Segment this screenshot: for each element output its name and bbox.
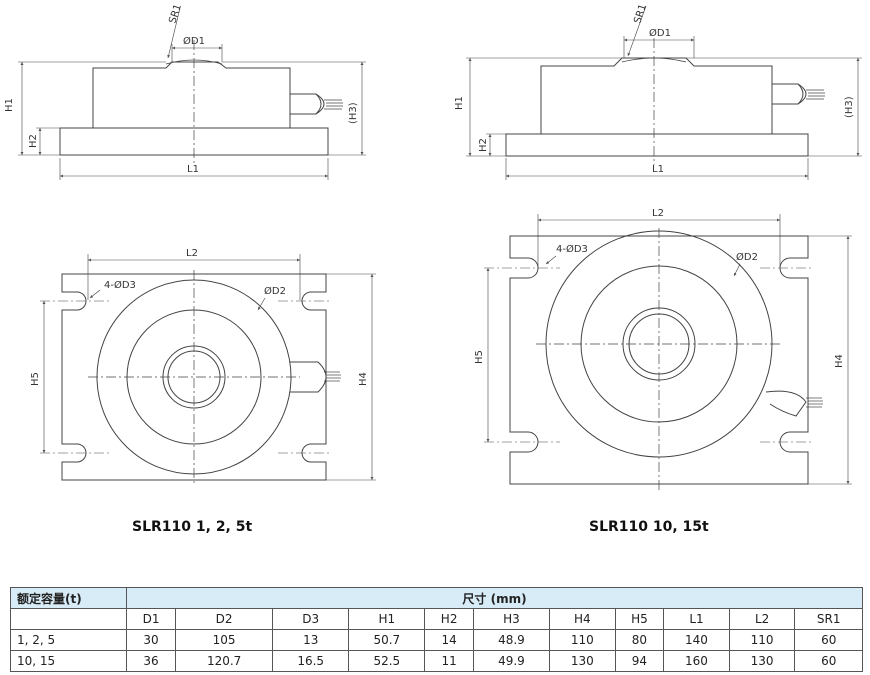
- label-h3: (H3): [348, 102, 359, 124]
- column-header-h2: H2: [424, 608, 474, 630]
- value-cell: 110: [728, 629, 796, 651]
- label-l2-large: L2: [652, 208, 664, 219]
- label-l1-large: L1: [652, 164, 664, 175]
- label-sr1-large: SR1: [632, 3, 649, 25]
- label-h4-large: H4: [834, 354, 845, 368]
- value-cell: 48.9: [472, 629, 551, 651]
- top-view-large: [484, 214, 852, 492]
- column-header-h5: H5: [614, 608, 665, 630]
- value-cell: 105: [175, 629, 274, 651]
- dimensions-header: 尺寸 (mm): [126, 587, 863, 609]
- value-cell: 14: [424, 629, 474, 651]
- value-cell: 120.7: [175, 650, 274, 672]
- label-l2: L2: [186, 248, 198, 259]
- label-sr1: SR1: [167, 3, 184, 25]
- column-header-h3: H3: [472, 608, 551, 630]
- label-h5: H5: [30, 372, 41, 386]
- value-cell: 60: [794, 650, 863, 672]
- value-cell: 140: [663, 629, 730, 651]
- label-h1: H1: [4, 98, 15, 112]
- value-cell: 30: [125, 629, 177, 651]
- label-d1: ØD1: [183, 35, 205, 47]
- value-cell: 11: [424, 650, 474, 672]
- value-cell: 110: [549, 629, 616, 651]
- label-d3: 4-ØD3: [104, 279, 136, 291]
- value-cell: 60: [794, 629, 863, 651]
- value-cell: 52.5: [348, 650, 426, 672]
- value-cell: 13: [272, 629, 350, 651]
- empty-cell: [10, 608, 127, 630]
- column-header-h4: H4: [549, 608, 616, 630]
- label-h5-large: H5: [474, 350, 485, 364]
- caption-right: SLR110 10, 15t: [589, 519, 709, 535]
- label-h3-large: (H3): [844, 96, 855, 118]
- value-cell: 36: [125, 650, 177, 672]
- label-d1-large: ØD1: [649, 27, 671, 39]
- column-header-sr1: SR1: [794, 608, 863, 630]
- column-header-d1: D1: [125, 608, 177, 630]
- value-cell: 49.9: [472, 650, 551, 672]
- value-cell: 94: [614, 650, 665, 672]
- value-cell: 130: [728, 650, 796, 672]
- label-h2: H2: [28, 134, 39, 148]
- label-d2-large: ØD2: [736, 251, 758, 263]
- side-view-small: [18, 7, 366, 180]
- capacity-header: 额定容量(t): [10, 587, 127, 609]
- capacity-cell: 10, 15: [10, 650, 127, 672]
- side-view-large: [466, 5, 862, 180]
- value-cell: 160: [663, 650, 730, 672]
- capacity-cell: 1, 2, 5: [10, 629, 127, 651]
- load-cell-body-large: [540, 57, 773, 134]
- top-view-small: [40, 254, 376, 486]
- value-cell: 130: [549, 650, 616, 672]
- value-cell: 16.5: [272, 650, 350, 672]
- technical-drawing: SR1 ØD1 H1 H2 (H3) L1 SR1 ØD1 H1 H2 (H3)…: [4, 3, 862, 492]
- caption-left: SLR110 1, 2, 5t: [132, 519, 253, 535]
- column-header-h1: H1: [348, 608, 426, 630]
- column-header-d3: D3: [272, 608, 350, 630]
- column-header-l1: L1: [663, 608, 730, 630]
- value-cell: 80: [614, 629, 665, 651]
- label-l1: L1: [187, 164, 199, 175]
- label-d3-large: 4-ØD3: [556, 243, 588, 255]
- value-cell: 50.7: [348, 629, 426, 651]
- label-h1-large: H1: [454, 96, 465, 110]
- label-h4: H4: [358, 372, 369, 386]
- column-header-d2: D2: [175, 608, 274, 630]
- cable-gland: [290, 93, 322, 115]
- label-h2-large: H2: [478, 138, 489, 152]
- table-header-row: 额定容量(t) 尺寸 (mm): [10, 587, 863, 609]
- column-header-l2: L2: [728, 608, 796, 630]
- load-cell-body: [92, 61, 291, 128]
- label-d2: ØD2: [264, 285, 286, 297]
- base-plate-large: [505, 133, 809, 157]
